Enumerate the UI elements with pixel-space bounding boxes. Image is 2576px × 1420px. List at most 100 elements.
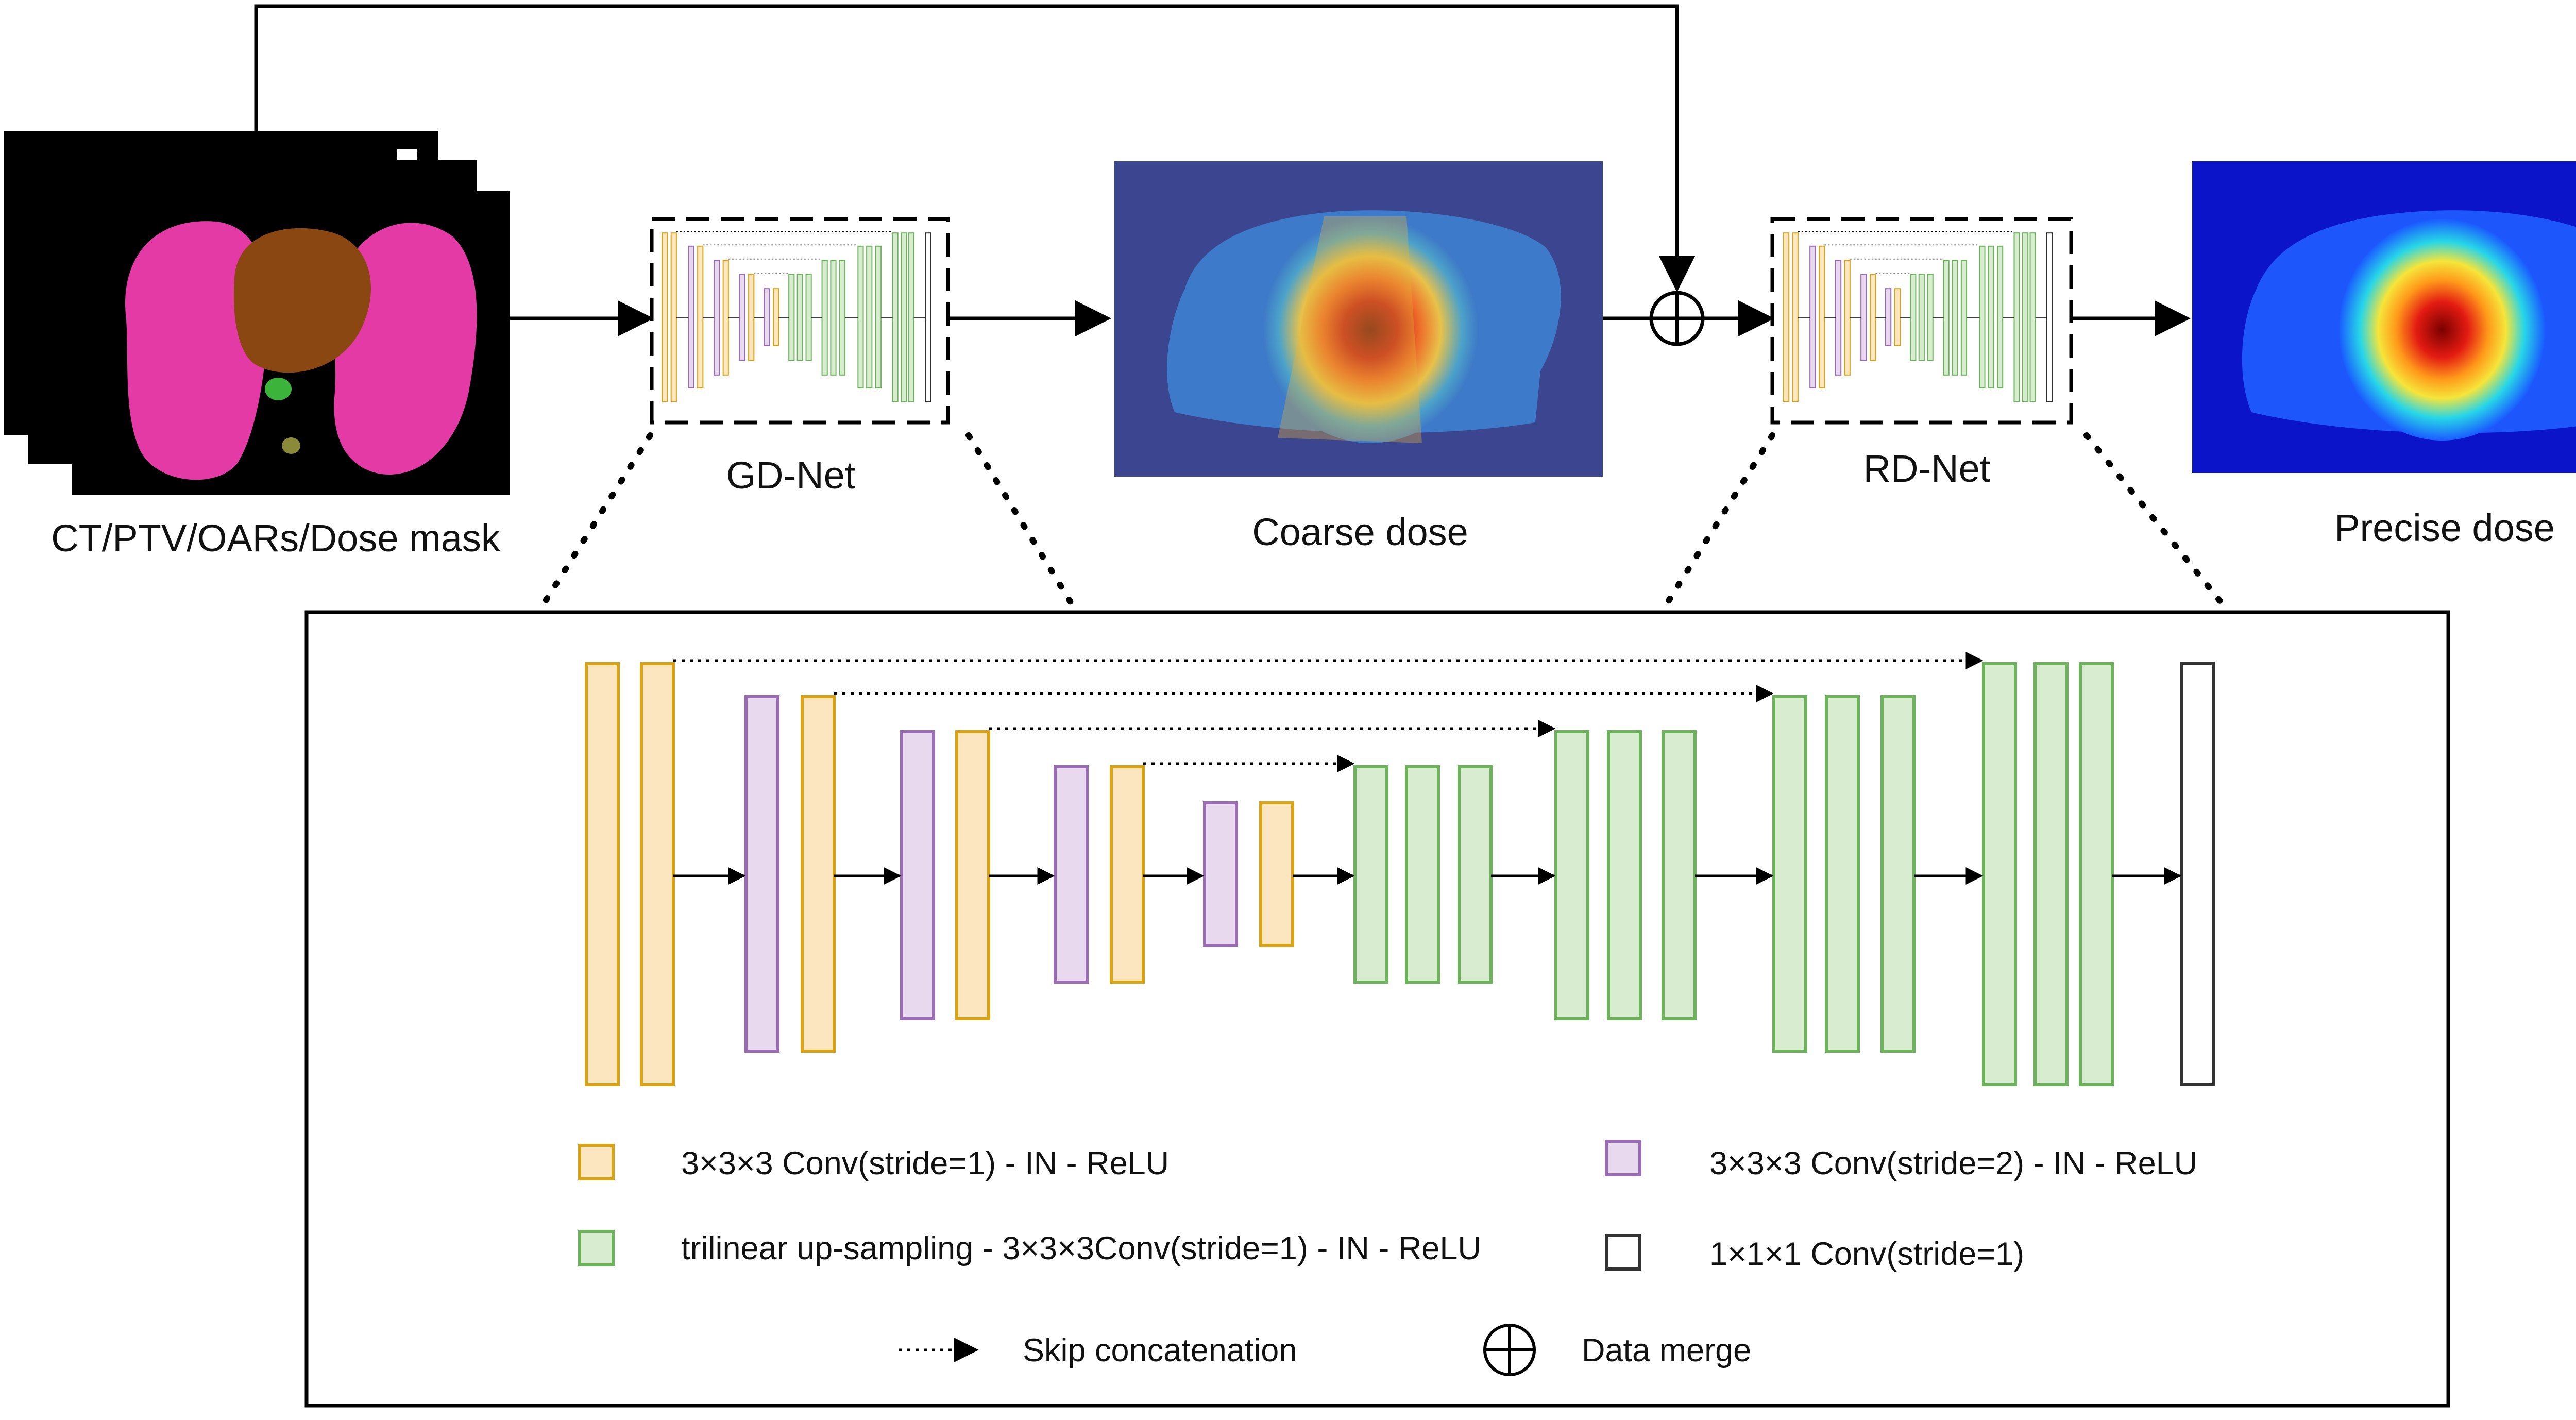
downsample-block [1054,765,1089,984]
unet-architecture [585,652,2215,1086]
slice-marker [397,149,417,160]
thumb-upsample-block [805,274,812,361]
legend-text-upsample: trilinear up-sampling - 3×3×3Conv(stride… [681,1230,1481,1266]
thumb-upsample-block [1996,245,2004,388]
thumb-downsample-block [739,274,745,361]
upsample-block [1458,765,1493,984]
gdnet-label: GD-Net [726,454,856,497]
upsample-block [1607,730,1642,1020]
ct-mask-image [125,149,477,480]
legend: 3×3×3 Conv(stride=1) - IN - ReLU 3×3×3 C… [578,1140,2197,1376]
legend-text-skip: Skip concatenation [1023,1332,1297,1368]
legend-text-conv-1x1: 1×1×1 Conv(stride=1) [1709,1236,2024,1272]
downsample-block [1203,801,1238,947]
legend-swatch-conv-stride2 [1605,1140,1641,1176]
thumb-upsample-block [1927,274,1934,361]
thumb-upsample-block [839,260,846,376]
upsample-block [1405,765,1440,984]
residual-connection [254,4,1695,292]
upsample-block [1554,730,1589,1020]
upsample-block [1982,662,2017,1086]
thumb-upsample-block [1918,274,1925,361]
thumb-upsample-block [2022,232,2029,402]
thumb-upsample-block [1943,260,1950,376]
thumb-conv-block [772,288,779,347]
unet-detail-panel [304,610,2450,1408]
zoom-line-rdnet-right [2083,432,2229,611]
thumb-upsample-block [796,274,803,361]
thumb-output-block [2046,232,2053,402]
downsample-block [744,695,779,1053]
thumb-conv-block [722,260,729,376]
precise-dose-label: Precise dose [2334,506,2555,549]
coarse-dose-label: Coarse dose [1252,511,1468,553]
thumb-upsample-block [1960,260,1968,376]
zoom-line-gdnet-left [538,432,653,611]
upsample-block [1662,730,1697,1020]
thumb-upsample-block [1910,274,1917,361]
upsample-block [1880,695,1916,1053]
conv-block [801,695,836,1053]
coarse-dose-image [1114,161,1603,477]
legend-swatch-conv-stride1 [578,1144,615,1180]
thumb-downsample-block [764,288,770,347]
thumb-upsample-block [1988,245,1994,388]
zoom-line-rdnet-left [1661,432,1775,611]
thumb-conv-block [1894,288,1901,347]
thumb-downsample-block [1860,274,1867,361]
thumb-upsample-block [2013,232,2020,402]
thumb-conv-block [1783,232,1790,402]
ptv-mask [265,378,292,400]
upsample-block [1353,765,1388,984]
rdnet-label: RD-Net [1863,447,1991,490]
output-block [2180,662,2215,1086]
thumb-upsample-block [908,232,914,402]
thumb-downsample-block [713,260,720,376]
conv-block [955,730,990,1020]
thumb-conv-block [1844,260,1851,376]
thumb-conv-block [670,232,677,402]
conv-block [640,662,675,1086]
left-lung-mask [125,221,268,480]
thumb-upsample-block [892,232,899,402]
conv-block [1110,765,1145,984]
thumb-upsample-block [821,260,828,376]
zoom-line-gdnet-right [965,432,1077,611]
legend-swatch-upsample [578,1230,615,1266]
input-label: CT/PTV/OARs/Dose mask [51,517,501,560]
precise-dose-image [2192,161,2576,473]
thumb-conv-block [662,232,668,402]
legend-text-conv-stride1: 3×3×3 Conv(stride=1) - IN - ReLU [681,1145,1169,1181]
thumb-conv-block [1792,232,1799,402]
legend-text-merge: Data merge [1582,1332,1751,1368]
thumb-conv-block [697,245,704,388]
data-merge-icon [1649,291,1705,346]
thumb-conv-block [748,274,755,361]
thumb-downsample-block [1835,260,1842,376]
input-image-stack [4,131,510,495]
thumb-upsample-block [857,245,864,388]
conv-block [585,662,620,1086]
conv-block [1259,801,1294,947]
heart-mask [233,228,371,373]
legend-swatch-conv-1x1 [1605,1234,1641,1271]
upsample-block [2033,662,2069,1086]
legend-text-conv-stride2: 3×3×3 Conv(stride=2) - IN - ReLU [1709,1145,2197,1181]
upsample-block [1772,695,1807,1053]
thumb-upsample-block [1979,245,1986,388]
thumb-upsample-block [900,232,907,402]
thumb-conv-block [1870,274,1876,361]
thumb-downsample-block [688,245,694,388]
thumb-upsample-block [2029,232,2036,402]
gdnet-thumbnail [650,217,950,425]
upsample-block [2079,662,2114,1086]
spine-mask [282,437,300,454]
legend-merge-icon [1483,1324,1536,1376]
thumb-upsample-block [875,245,882,388]
thumb-output-block [925,232,931,402]
thumb-upsample-block [1952,260,1958,376]
thumb-upsample-block [788,274,795,361]
thumb-downsample-block [1885,288,1892,347]
downsample-block [900,730,935,1020]
